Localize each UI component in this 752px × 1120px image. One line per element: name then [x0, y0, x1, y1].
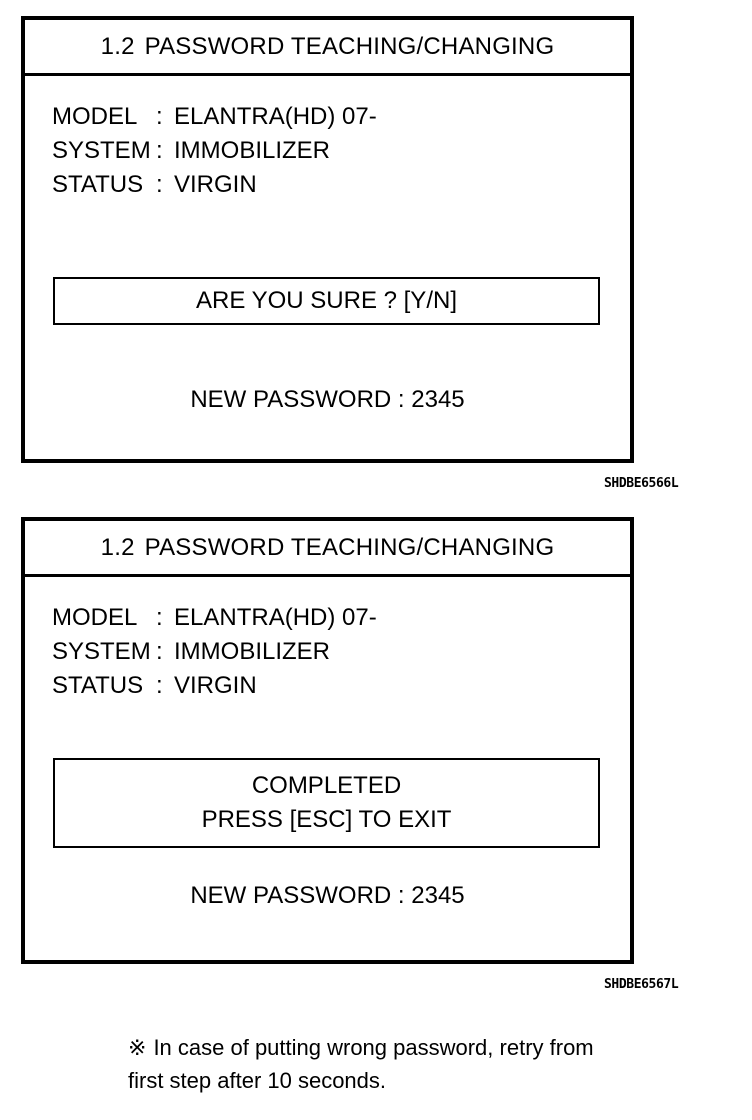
panel-2-status-label: STATUS: [52, 672, 144, 699]
panel-1-status-label: STATUS: [52, 171, 144, 198]
footnote-note: ※In case of putting wrong password, retr…: [128, 1031, 728, 1097]
figure-caption-2: SHDBE6567L: [604, 977, 679, 992]
panel-1-body: MODEL : ELANTRA(HD) 07- SYSTEM : IMMOBIL…: [25, 76, 630, 459]
panel-1-system-label: SYSTEM: [52, 137, 151, 164]
panel-2-title-bar: 1.2 PASSWORD TEACHING/CHANGING: [25, 521, 630, 577]
panel-2-title-number: 1.2: [100, 533, 135, 561]
panel-1-new-password-line: NEW PASSWORD : 2345: [190, 386, 465, 413]
panel-2-info-block: MODEL : ELANTRA(HD) 07- SYSTEM : IMMOBIL…: [52, 601, 377, 703]
panel-1-info-row-status: STATUS : VIRGIN: [52, 168, 377, 202]
scan-tool-screen-panel-1: 1.2 PASSWORD TEACHING/CHANGING MODEL : EL…: [21, 16, 634, 463]
panel-1-confirmation-prompt-text: ARE YOU SURE ? [Y/N]: [196, 287, 457, 314]
panel-1-system-colon: :: [156, 137, 163, 164]
panel-1-model-value: ELANTRA(HD) 07-: [174, 103, 377, 130]
panel-1-info-block: MODEL : ELANTRA(HD) 07- SYSTEM : IMMOBIL…: [52, 100, 377, 202]
panel-2-status-colon: :: [156, 672, 163, 699]
panel-2-system-colon: :: [156, 638, 163, 665]
panel-2-completion-message-box: COMPLETED PRESS [ESC] TO EXIT: [53, 758, 600, 848]
footnote-line-1: ※In case of putting wrong password, retr…: [128, 1031, 728, 1064]
panel-2-system-value: IMMOBILIZER: [174, 638, 331, 665]
panel-2-model-value: ELANTRA(HD) 07-: [174, 604, 377, 631]
panel-2-exit-instruction-text: PRESS [ESC] TO EXIT: [201, 806, 452, 833]
panel-1-confirmation-prompt-box: ARE YOU SURE ? [Y/N]: [53, 277, 600, 325]
panel-2-system-label: SYSTEM: [52, 638, 151, 665]
panel-2-body: MODEL : ELANTRA(HD) 07- SYSTEM : IMMOBIL…: [25, 577, 630, 960]
panel-1-title-number: 1.2: [100, 32, 135, 60]
panel-1-info-row-system: SYSTEM : IMMOBILIZER: [52, 134, 377, 168]
panel-1-title: 1.2 PASSWORD TEACHING/CHANGING: [101, 33, 555, 61]
panel-2-new-password-line: NEW PASSWORD : 2345: [190, 882, 465, 909]
panel-1-model-colon: :: [156, 103, 163, 130]
panel-1-model-label: MODEL: [52, 103, 138, 130]
panel-1-title-bar: 1.2 PASSWORD TEACHING/CHANGING: [25, 20, 630, 76]
panel-1-info-row-model: MODEL : ELANTRA(HD) 07-: [52, 100, 377, 134]
panel-2-status-value: VIRGIN: [174, 672, 257, 699]
panel-1-status-value: VIRGIN: [174, 171, 257, 198]
panel-1-status-colon: :: [156, 171, 163, 198]
panel-2-completion-status-text: COMPLETED: [251, 772, 402, 799]
panel-2-model-colon: :: [156, 604, 163, 631]
panel-2-title: 1.2 PASSWORD TEACHING/CHANGING: [101, 534, 555, 562]
footnote-line-2: first step after 10 seconds.: [128, 1068, 387, 1093]
panel-2-model-label: MODEL: [52, 604, 138, 631]
scan-tool-screen-panel-2: 1.2 PASSWORD TEACHING/CHANGING MODEL : EL…: [21, 517, 634, 964]
panel-1-system-value: IMMOBILIZER: [174, 137, 331, 164]
panel-2-info-row-model: MODEL : ELANTRA(HD) 07-: [52, 601, 377, 635]
reference-mark-icon: ※: [128, 1035, 147, 1060]
panel-1-title-text: PASSWORD TEACHING/CHANGING: [144, 32, 555, 60]
figure-caption-1: SHDBE6566L: [604, 476, 679, 491]
panel-2-info-row-system: SYSTEM : IMMOBILIZER: [52, 635, 377, 669]
footnote-text-line-1: In case of putting wrong password, retry…: [153, 1035, 594, 1060]
panel-2-title-text: PASSWORD TEACHING/CHANGING: [144, 533, 555, 561]
panel-2-info-row-status: STATUS : VIRGIN: [52, 669, 377, 703]
